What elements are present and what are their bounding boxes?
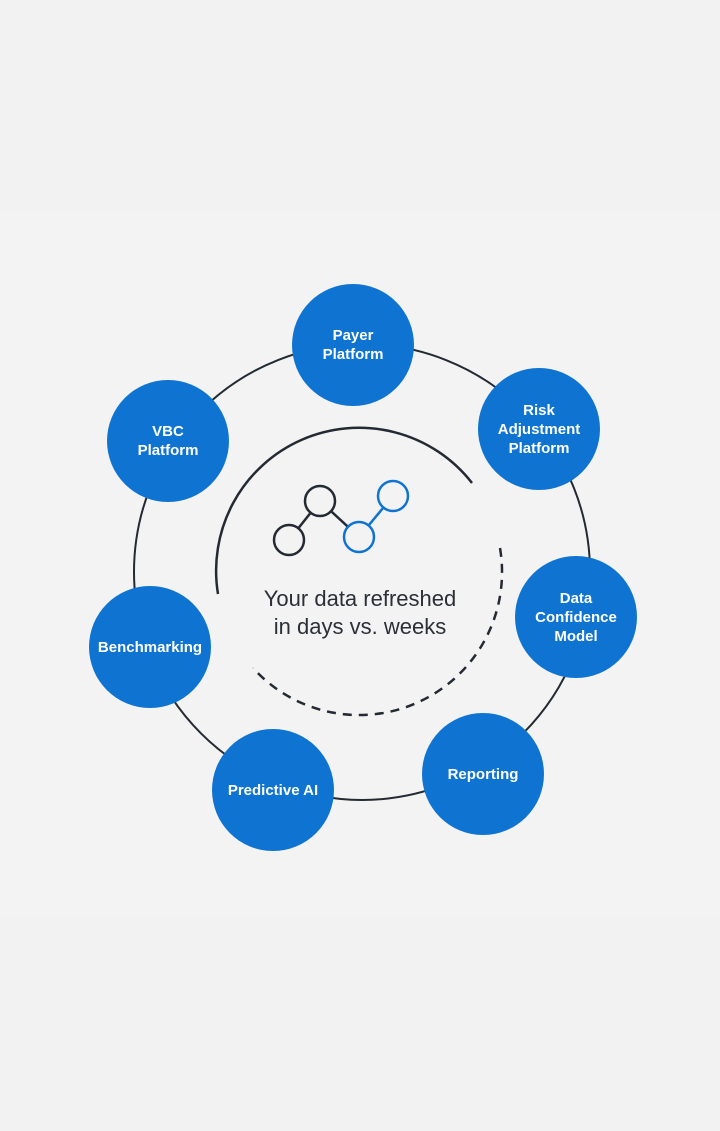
node-reporting: Reporting: [422, 713, 544, 835]
node-payer-platform: Payer Platform: [292, 284, 414, 406]
data-refresh-icon: [272, 479, 410, 557]
inner-dashed-arc: [252, 547, 504, 717]
center-caption: Your data refreshed in days vs. weeks: [263, 586, 457, 639]
node-risk-adjustment-platform: Risk Adjustment Platform: [478, 368, 600, 490]
node-vbc-platform: VBC Platform: [107, 380, 229, 502]
node-data-confidence-model: Data Confidence Model: [515, 556, 637, 678]
node-predictive-ai: Predictive AI: [212, 729, 334, 851]
inner-solid-arc: [214, 426, 473, 595]
node-benchmarking: Benchmarking: [89, 586, 211, 708]
